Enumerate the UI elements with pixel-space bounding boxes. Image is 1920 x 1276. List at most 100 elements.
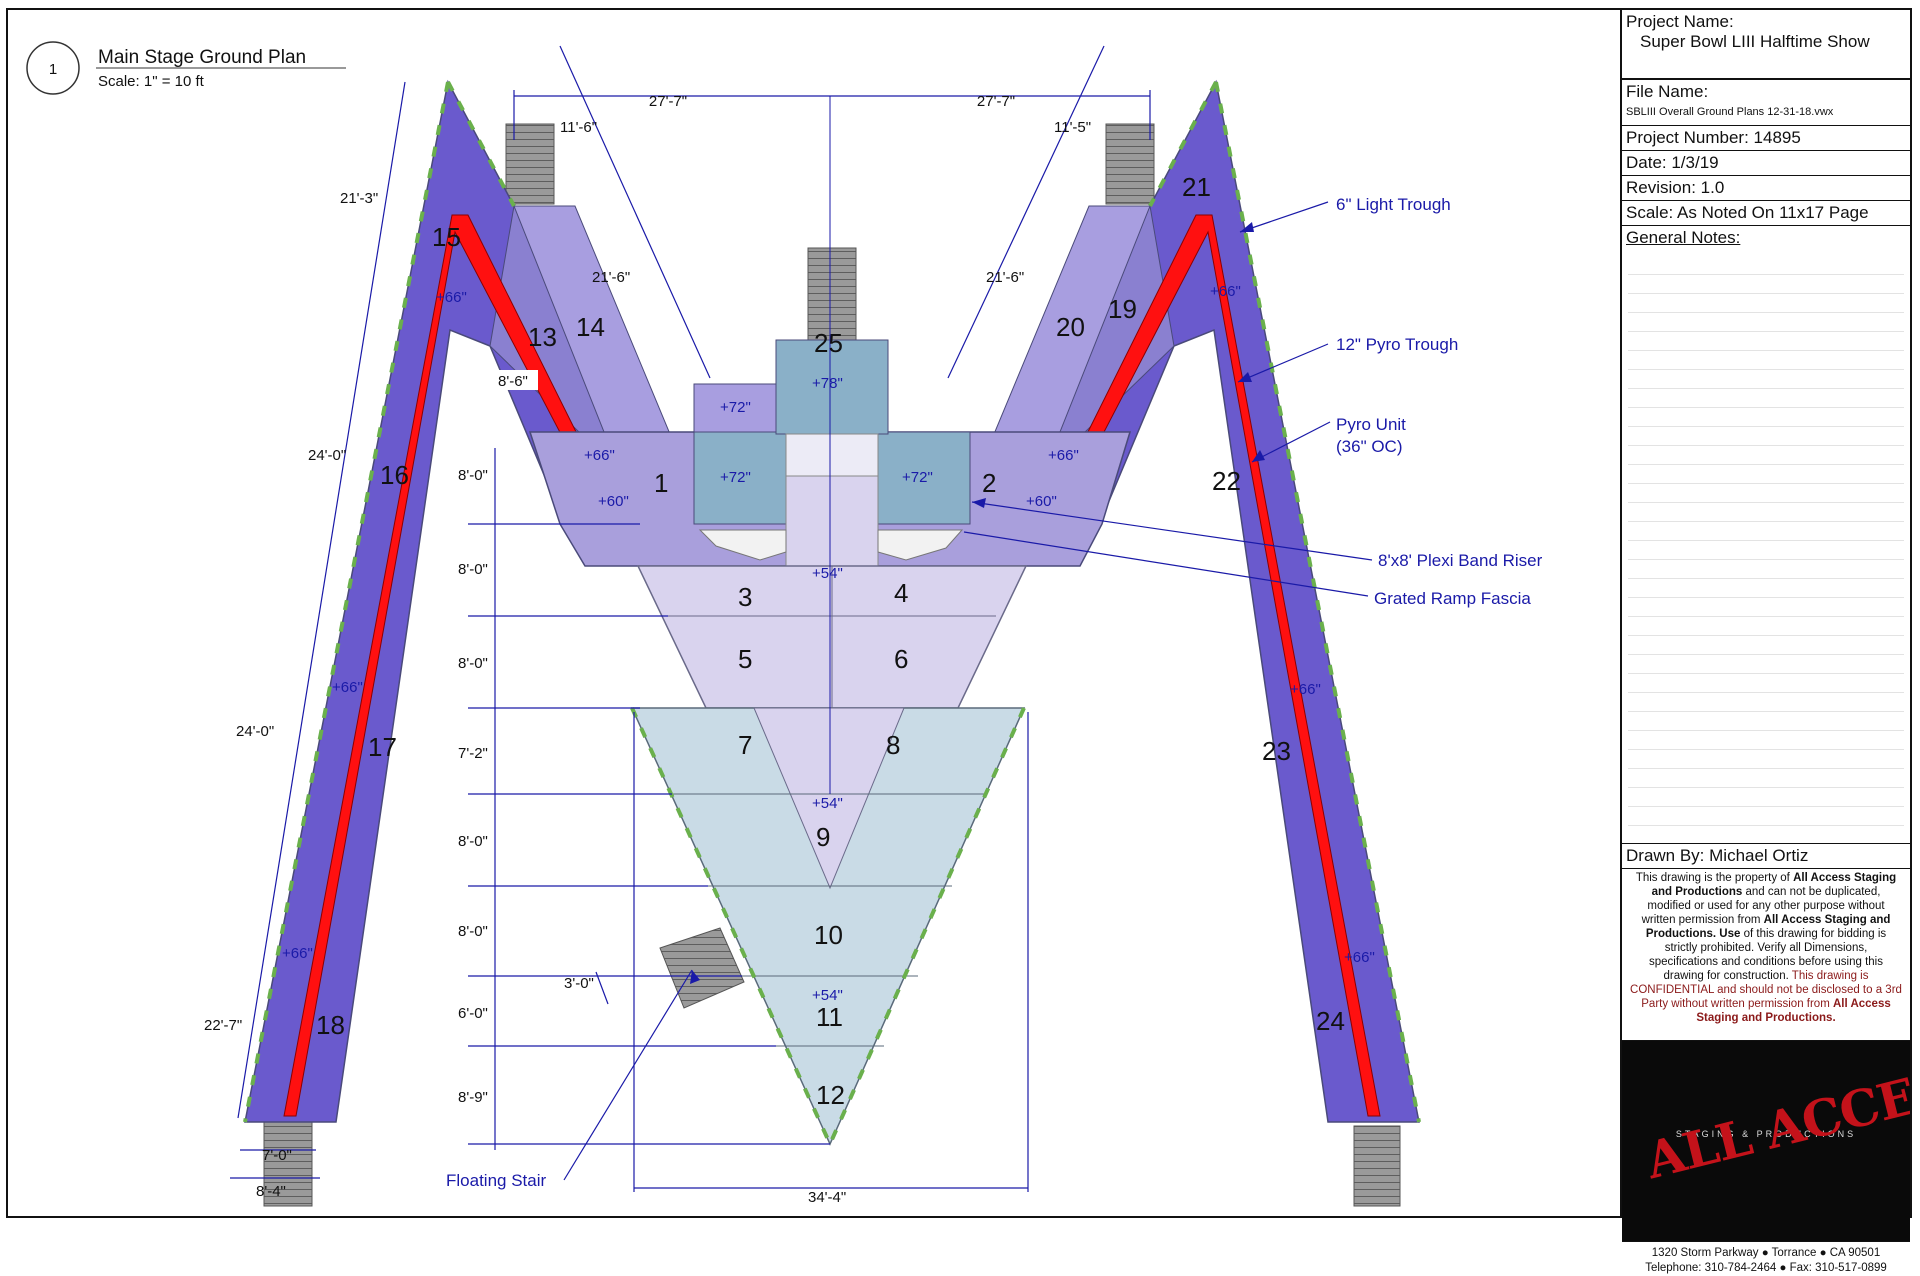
disclaimer-p2: and can not be duplicated, modified or u… (1641, 886, 1885, 926)
band-riser-left (693, 431, 787, 525)
elevation-13: +66" (584, 447, 615, 464)
elevation-25: +78" (812, 375, 843, 392)
right-leg (993, 79, 1421, 1123)
disclaimer-b2: All Access Staging and Productions. (1645, 914, 1891, 940)
section-3: 3 (738, 582, 752, 612)
project-number: Project Number: 14895 (1622, 126, 1910, 151)
general-notes-label: General Notes: (1626, 228, 1741, 247)
stair-top-right (1105, 123, 1155, 205)
section-25: 25 (814, 328, 843, 358)
elevation-23: +66" (1290, 681, 1321, 698)
notes-ruled-lines (1628, 256, 1904, 839)
section-5: 5 (738, 644, 752, 674)
logo-wordmark: ALL ACCESS (1640, 1049, 1910, 1191)
left-pyro-trough (283, 214, 601, 1117)
dim-col-8-9: 8'-9" (458, 1089, 488, 1106)
dim-top-left: 27'-7" (649, 93, 687, 110)
stair-section-25 (807, 247, 857, 341)
floating-stair (659, 927, 745, 1009)
dim-col-8-0-b: 8'-0" (458, 561, 488, 578)
drawing-title-block: 1 Main Stage Ground Plan Scale: 1" = 10 … (26, 41, 346, 95)
dim-11-5: 11'-5" (1054, 119, 1091, 136)
sections-8-9-inner (753, 707, 905, 890)
section-6: 6 (894, 644, 908, 674)
stair-top-left (505, 123, 555, 205)
dim-8-4: 8'-4" (256, 1183, 286, 1200)
dim-col-6-0: 6'-0" (458, 1005, 488, 1022)
elevation-2: +60" (1026, 493, 1057, 510)
dim-22-7: 22'-7" (204, 1017, 242, 1034)
dim-7-0: 7'-0" (262, 1147, 292, 1164)
title-block: Project Name: Super Bowl LIII Halftime S… (1620, 10, 1910, 1274)
riser-72-upper (693, 383, 779, 433)
callout-band-riser: 8'x8' Plexi Band Riser (1378, 551, 1543, 570)
section-25-riser (775, 339, 889, 435)
elevation-21: +66" (1210, 283, 1241, 300)
section-1: 1 (654, 468, 668, 498)
disclaimer-confidential: This drawing is CONFIDENTIAL and should … (1630, 970, 1902, 1010)
drawn-by: Drawn By: Michael Ortiz (1622, 844, 1910, 869)
disclaimer-confidential-company: All Access Staging and Productions. (1696, 998, 1891, 1024)
drawing-scale: Scale: 1" = 10 ft (98, 73, 205, 90)
grated-ramp-left (698, 529, 787, 561)
date: Date: 1/3/19 (1622, 151, 1910, 176)
dim-col-8-0-a: 8'-0" (458, 467, 488, 484)
section-4: 4 (894, 578, 908, 608)
callout-light-trough: 6" Light Trough (1336, 195, 1451, 214)
dim-11-6: 11'-6" (560, 119, 597, 136)
company-logo: STAGING & PRODUCTIONS ALL ACCESS (1622, 1041, 1910, 1242)
section-16: 16 (380, 460, 409, 490)
ground-plan-drawing: 1 Main Stage Ground Plan Scale: 1" = 10 … (26, 41, 1543, 1207)
dim-top-right: 27'-7" (977, 93, 1015, 110)
scale: Scale: As Noted On 11x17 Page (1622, 201, 1910, 226)
dim-8-6: 8'-6" (498, 373, 528, 390)
elevation-24: +66" (1344, 949, 1375, 966)
disclaimer: This drawing is the property of All Acce… (1622, 869, 1910, 1041)
elevation-18: +66" (282, 945, 313, 962)
dim-34-4: 34'-4" (808, 1189, 846, 1206)
section-13: 13 (528, 322, 557, 352)
dim-stair-3-0: 3'-0" (564, 975, 594, 992)
section-21: 21 (1182, 172, 1211, 202)
disclaimer-p1: This drawing is the property of (1635, 872, 1794, 884)
section-23: 23 (1262, 736, 1291, 766)
band-riser-right (877, 431, 971, 525)
disclaimer-p3: of this drawing for bidding is strictly … (1649, 928, 1887, 982)
section-18: 18 (316, 1010, 345, 1040)
drawing-title: Main Stage Ground Plan (98, 47, 306, 68)
section-17: 17 (368, 732, 397, 762)
elevation-riser-upper: +72" (720, 399, 751, 416)
elevation-3-4: +54" (812, 565, 843, 582)
dimension-lines (230, 45, 1151, 1192)
stairs (263, 123, 1401, 1207)
section-19: 19 (1108, 294, 1137, 324)
dim-24-0-b: 24'-0" (236, 723, 274, 740)
section-12: 12 (816, 1080, 845, 1110)
logo-subtitle: STAGING & PRODUCTIONS (1675, 1129, 1857, 1139)
section-11: 11 (816, 1002, 843, 1032)
elevation-17: +66" (332, 679, 363, 696)
section-7: 7 (738, 730, 752, 760)
dim-col-8-0-c: 8'-0" (458, 655, 488, 672)
address-line: 1320 Storm Parkway ● Torrance ● CA 90501 (1651, 1247, 1881, 1259)
dim-col-8-0-e: 8'-0" (458, 923, 488, 940)
grated-ramp-right (877, 529, 964, 561)
general-notes-area: General Notes: (1622, 226, 1910, 844)
file-name-label: File Name: (1626, 82, 1709, 101)
elevation-labels: +78" +72" +72" +72" +66" +66" +66" +66" … (282, 283, 1375, 1004)
file-name-row: File Name: SBLIII Overall Ground Plans 1… (1622, 80, 1910, 126)
center-mid-deck (636, 529, 1028, 709)
disclaimer-b1: All Access Staging and Productions (1651, 872, 1897, 898)
stair-bottom-left (263, 1121, 313, 1207)
stair-bottom-right (1353, 1125, 1401, 1207)
dim-21-6-right: 21'-6" (986, 269, 1024, 286)
revision: Revision: 1.0 (1622, 176, 1910, 201)
section-22: 22 (1212, 466, 1241, 496)
dim-col-8-0-d: 8'-0" (458, 833, 488, 850)
elevation-riser-left: +72" (720, 469, 751, 486)
phone-line: Telephone: 310-784-2464 ● Fax: 310-517-0… (1645, 1262, 1887, 1274)
dim-col-7-2: 7'-2" (458, 745, 488, 762)
callout-pyro-unit-oc: (36" OC) (1336, 437, 1403, 456)
dim-21-3: 21'-3" (340, 190, 378, 207)
elevation-9: +54" (812, 795, 843, 812)
